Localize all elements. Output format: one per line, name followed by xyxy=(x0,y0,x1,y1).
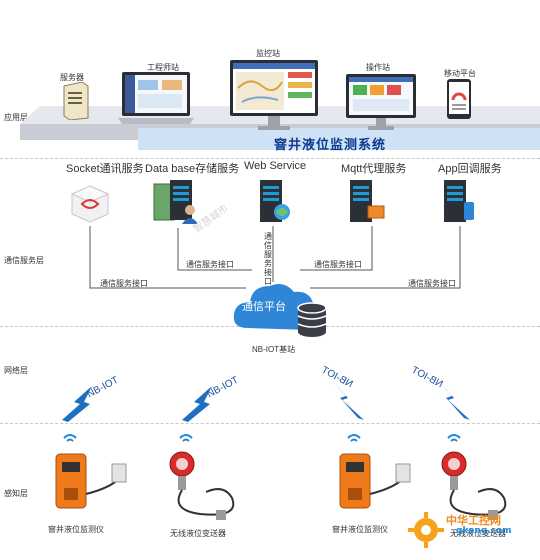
interface-label-left-outer: 通信服务接口 xyxy=(100,279,148,288)
device-label-1: 窨井液位监测仪 xyxy=(48,525,104,534)
manhole-monitor-device-icon[interactable] xyxy=(334,448,418,516)
nbiot-signal-3: NB-IOT xyxy=(318,365,398,422)
wifi-icon xyxy=(179,434,193,442)
gear-logo-icon xyxy=(408,512,444,548)
device-label-2: 无线液位变送器 xyxy=(170,529,226,538)
tablet-gauge-icon[interactable] xyxy=(446,78,472,120)
layer-label-application: 应用层 xyxy=(4,113,28,122)
app-server-phone-icon[interactable] xyxy=(440,178,478,226)
database-server-icon[interactable] xyxy=(152,178,202,228)
device-label-4: 无线液位变送器 xyxy=(450,529,506,538)
watermark-logo-url: gkong.com xyxy=(456,526,512,536)
monitor-map-icon[interactable] xyxy=(228,58,320,132)
separator-network xyxy=(0,423,540,424)
interface-label-right-inner: 通信服务接口 xyxy=(314,260,362,269)
lightning-bolt-icon xyxy=(182,386,212,422)
desktop-dashboard-icon[interactable] xyxy=(344,72,418,132)
layer-label-communication: 通信服务层 xyxy=(4,256,44,265)
station-label-monitor: 监控站 xyxy=(256,49,280,58)
wifi-icon xyxy=(63,434,77,442)
platform-label: 通信平台 xyxy=(242,301,286,313)
laptop-dashboard-icon[interactable] xyxy=(118,70,194,128)
wifi-icon xyxy=(447,434,461,442)
web-server-globe-icon[interactable] xyxy=(256,178,292,226)
mqtt-server-icon[interactable] xyxy=(346,178,386,226)
layer-label-network: 网络层 xyxy=(4,366,28,375)
service-label-web: Web Service xyxy=(244,160,307,172)
service-label-app: App回调服务 xyxy=(438,163,502,175)
wireless-transmitter-device-icon[interactable] xyxy=(432,448,528,524)
service-label-socket: Socket通讯服务 xyxy=(66,163,144,175)
nbiot-signal-1: NB-IOT xyxy=(58,375,138,424)
station-label-server: 服务器 xyxy=(60,73,84,82)
nbiot-signal-2: NB-IOT xyxy=(178,375,258,424)
service-label-database: Data base存储服务 xyxy=(145,163,240,175)
socket-cube-icon[interactable] xyxy=(70,184,110,224)
station-label-mobile: 移动平台 xyxy=(444,69,476,78)
base-station-label: NB-IOT基站 xyxy=(252,345,296,354)
watermark-logo-cn: 中华工控网 xyxy=(446,514,501,527)
manhole-monitor-device-icon[interactable] xyxy=(50,448,134,516)
interface-label-left-inner: 通信服务接口 xyxy=(186,260,234,269)
wireless-transmitter-device-icon[interactable] xyxy=(160,448,256,524)
separator-app xyxy=(0,158,540,159)
layer-label-perception: 感知层 xyxy=(4,489,28,498)
system-title: 窨井液位监测系统 xyxy=(273,137,386,152)
server-tower-icon[interactable] xyxy=(58,82,92,120)
lightning-bolt-icon xyxy=(62,386,92,422)
nbiot-signal-4: NB-IOT xyxy=(404,365,484,422)
interface-label-center: 通信服务接口 xyxy=(264,232,272,286)
interface-label-right-outer: 通信服务接口 xyxy=(408,279,456,288)
station-label-engineer: 工程师站 xyxy=(147,63,179,72)
cloud-platform-icon[interactable] xyxy=(230,272,334,342)
device-label-3: 窨井液位监测仪 xyxy=(332,525,388,534)
wifi-icon xyxy=(347,434,361,442)
service-label-mqtt: Mqtt代理服务 xyxy=(341,163,407,175)
station-label-operator: 操作站 xyxy=(366,63,390,72)
